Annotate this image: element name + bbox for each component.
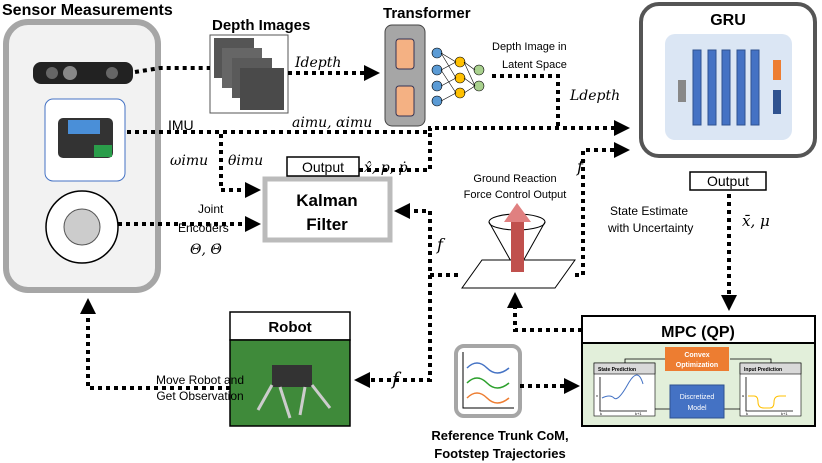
mpc-block: MPC (QP) Convex Optimization Discretized…: [581, 315, 816, 427]
k1-label: k+1: [635, 411, 642, 416]
kalman-title-2: Filter: [306, 215, 348, 234]
grf-f-kalman: f: [436, 235, 446, 254]
joint-label-1: Joint: [198, 202, 224, 216]
imu-signal: aimu, αimu: [292, 115, 372, 131]
grf-to-gru-arrow: [575, 142, 630, 277]
reference-trajectory-icon: [454, 344, 522, 418]
depth-signal: Idepth: [294, 55, 341, 71]
imu-label: IMU: [168, 117, 194, 133]
reference-label-1: Reference Trunk CoM,: [431, 428, 568, 443]
imu-to-gru-arrow: [127, 120, 630, 136]
camera-to-depth-line: [134, 66, 210, 74]
k1-label-2: k+1: [781, 411, 788, 416]
state-estimate-1: State Estimate: [610, 204, 688, 218]
imu-to-kalman-arrow: [219, 134, 261, 198]
robot-photo: [229, 339, 351, 427]
latent-label-2: Latent Space: [502, 59, 567, 71]
convex-label-2: Optimization: [676, 362, 718, 369]
k-label-2: k: [746, 411, 748, 416]
theta-imu: θimu: [228, 153, 263, 169]
mpc-to-grf-arrow: [507, 292, 582, 332]
gru-title: GRU: [710, 12, 746, 29]
latent-label-1: Depth Image in: [492, 41, 567, 53]
convex-label-1: Convex: [684, 352, 709, 359]
gru-output-label: Output: [707, 173, 749, 189]
sensor-panel: Sensor Measurements: [2, 2, 173, 293]
kalman-output-box: [286, 156, 360, 177]
neural-network-icon: [431, 47, 485, 107]
state-estimate-2: with Uncertainty: [607, 221, 693, 235]
convex-optimization-box: [665, 347, 729, 371]
robot-title-box: [229, 311, 351, 341]
transformer-block: [384, 24, 426, 127]
state-estimate-symbol: x̄, μ: [742, 212, 770, 230]
sensor-title: Sensor Measurements: [2, 2, 173, 19]
depth-images: [209, 34, 289, 114]
input-prediction-panel: Input Prediction u k k+1: [739, 362, 802, 417]
grf-f-top: f: [576, 157, 586, 176]
omega-imu: ωimu: [170, 153, 208, 169]
model-label-1: Discretized: [680, 394, 715, 401]
kalman-output-line: [359, 132, 432, 172]
joint-symbols: Θ, Θ̇: [190, 242, 222, 258]
u-axis-label: u: [742, 393, 744, 398]
move-robot-2: Get Observation: [156, 389, 243, 403]
input-prediction-label: Input Prediction: [744, 367, 782, 373]
robot-title: Robot: [268, 319, 311, 336]
depth-camera-icon: [33, 62, 133, 84]
kalman-title-1: Kalman: [296, 191, 357, 210]
discretized-model-box: [669, 384, 725, 419]
k-label: k: [600, 411, 602, 416]
x-axis-label: x: [596, 393, 598, 398]
mpc-title: MPC (QP): [661, 324, 735, 341]
state-prediction-label: State Prediction: [598, 367, 636, 373]
grf-label-1: Ground Reaction: [473, 173, 556, 185]
gru-output-box: [689, 171, 767, 191]
friction-cone-icon: [461, 203, 576, 289]
encoder-icon: [45, 190, 119, 264]
imu-sensor-icon: [44, 98, 126, 182]
latent-signal: Ldepth: [569, 88, 620, 104]
model-label-2: Model: [687, 405, 707, 412]
grf-to-robot-arrow: [354, 211, 432, 388]
grf-label-2: Force Control Output: [464, 189, 567, 201]
latent-line: [492, 74, 560, 128]
reference-label-2: Footstep Trajectories: [434, 446, 565, 461]
gru-block: GRU: [639, 2, 817, 158]
depth-images-title: Depth Images: [212, 17, 310, 34]
kalman-output-label: Output: [302, 159, 344, 175]
move-robot-1: Move Robot and: [156, 373, 244, 387]
state-prediction-panel: State Prediction x k k+1: [593, 362, 656, 417]
kalman-filter-block: Kalman Filter: [262, 176, 393, 243]
connections: [80, 65, 737, 394]
transformer-title: Transformer: [383, 5, 471, 22]
